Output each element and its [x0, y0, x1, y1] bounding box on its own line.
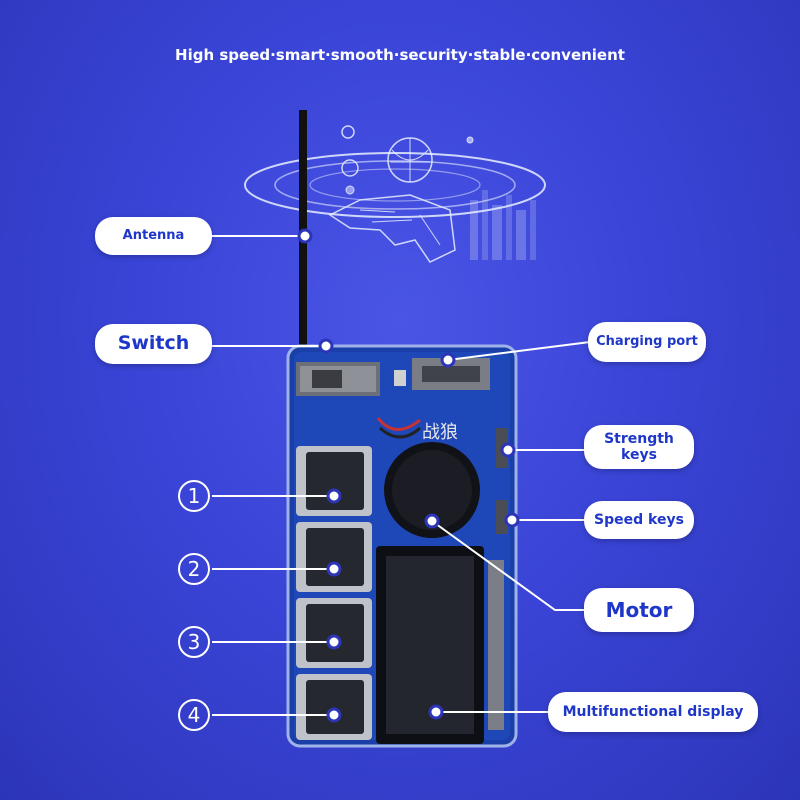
button-number-4: 4 [178, 699, 210, 731]
label-switch: Switch [95, 324, 212, 364]
button-number-2: 2 [178, 553, 210, 585]
label-antenna: Antenna [95, 217, 212, 255]
hologram-graphic [244, 125, 546, 263]
leader-lines [212, 235, 591, 716]
label-motor: Motor [584, 588, 694, 632]
board-print: 战狼 [422, 422, 458, 443]
label-multifunctional-display: Multifunctional display [548, 692, 758, 732]
label-speed-keys: Speed keys [584, 501, 694, 539]
button-number-1: 1 [178, 480, 210, 512]
label-charging-port: Charging port [588, 322, 706, 362]
label-strength-keys: Strength keys [584, 425, 694, 469]
button-number-3: 3 [178, 626, 210, 658]
leader-dots [297, 228, 520, 723]
circuit-board [286, 344, 518, 748]
tagline: High speed·smart·smooth·security·stable·… [175, 46, 625, 64]
